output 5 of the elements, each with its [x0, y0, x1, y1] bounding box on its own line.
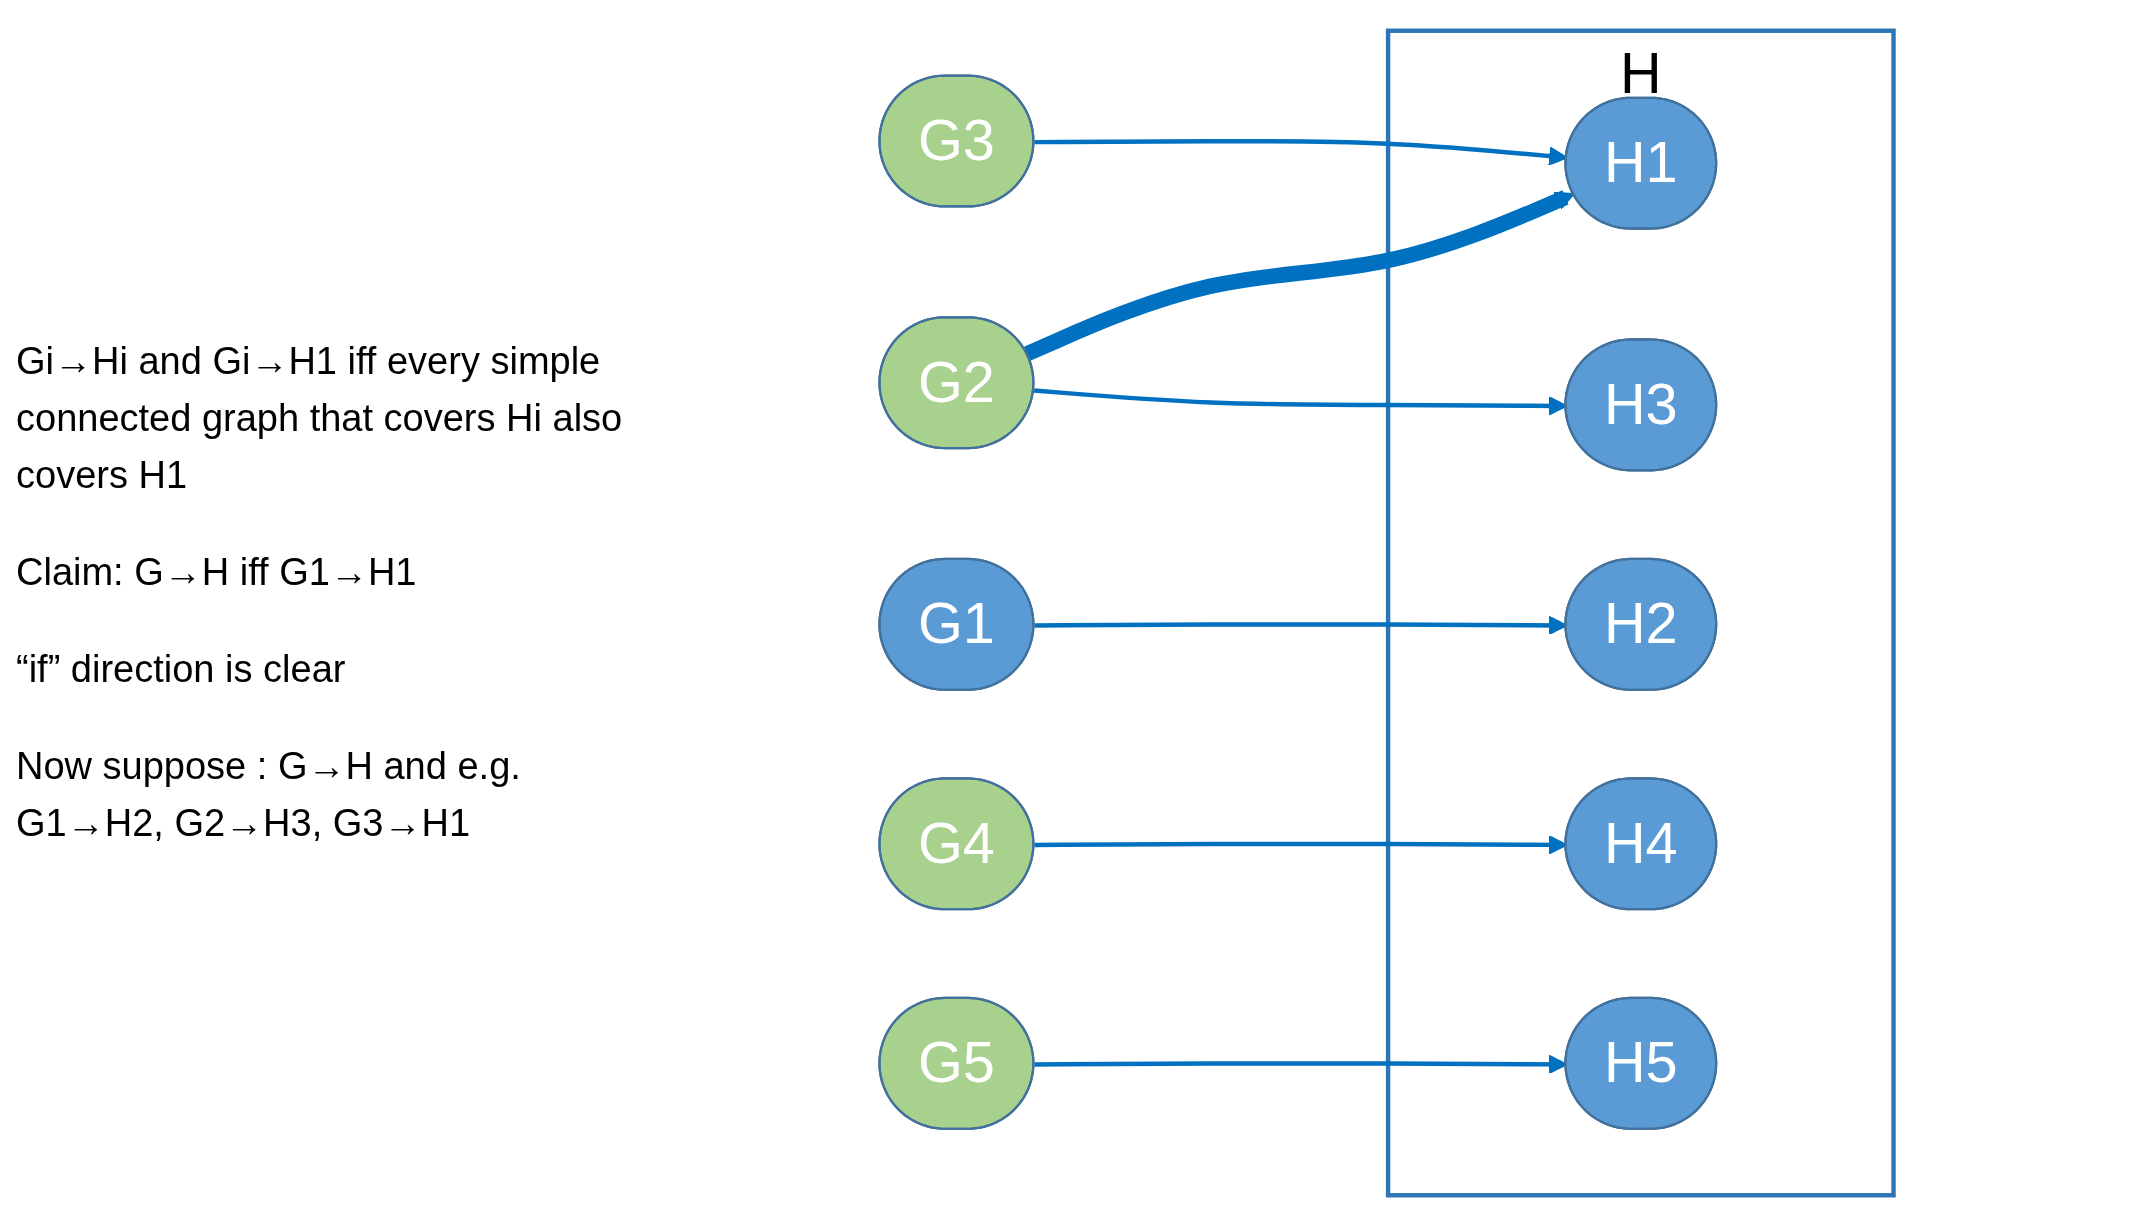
- arrow: [1024, 189, 1575, 361]
- note-text: Claim: G→H iff G1→H1: [16, 550, 418, 595]
- note-text: Gi→Hi and Gi→H1 iff every simple connected graph that covers Hi also covers H1: [16, 339, 624, 498]
- note-text: Now suppose : G→H and e.g. G1→H2, G2→H3, G3→H1: [16, 744, 522, 846]
- note-text: “if” direction is clear: [16, 647, 347, 692]
